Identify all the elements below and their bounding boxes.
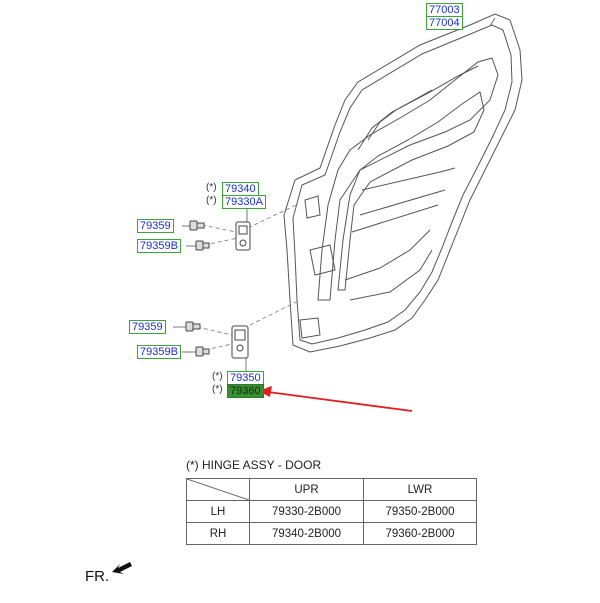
asterisk-marker: (*) <box>212 384 223 395</box>
asterisk-marker: (*) <box>206 182 217 193</box>
column-header-upr: UPR <box>249 478 364 501</box>
legend-title: (*) HINGE ASSY - DOOR <box>186 458 322 472</box>
part-label-77004[interactable]: 77004 <box>426 16 463 30</box>
part-label-79340[interactable]: 79340 <box>222 182 259 195</box>
part-number-cell: 79340-2B000 <box>249 522 364 545</box>
upper-hinge-drawing <box>235 221 251 251</box>
part-number-cell: 79330-2B000 <box>249 500 364 523</box>
front-direction-label: FR. <box>85 568 110 585</box>
part-number-cell: 79350-2B000 <box>363 500 477 523</box>
hinge-spec-table: UPR LWR LH 79330-2B000 79350-2B000 RH 79… <box>186 478 477 545</box>
red-pointer-arrow <box>258 386 413 412</box>
part-label-79359b-lower[interactable]: 79359B <box>137 345 181 359</box>
door-panel-drawing <box>283 13 523 353</box>
part-label-79330a[interactable]: 79330A <box>222 195 266 209</box>
table-corner-cell <box>186 478 250 501</box>
asterisk-marker: (*) <box>206 195 217 206</box>
lower-hinge-drawing <box>231 325 249 359</box>
part-label-79359-lower[interactable]: 79359 <box>129 320 166 334</box>
part-number-cell: 79360-2B000 <box>363 522 477 545</box>
table-header-row: UPR LWR <box>186 478 477 501</box>
table-row: RH 79340-2B000 79360-2B000 <box>186 522 477 545</box>
part-label-79359b-upper[interactable]: 79359B <box>137 239 181 253</box>
part-label-79350[interactable]: 79350 <box>227 371 264 384</box>
part-label-79359-upper[interactable]: 79359 <box>137 219 174 233</box>
table-row: LH 79330-2B000 79350-2B000 <box>186 500 477 523</box>
bolt-drawings <box>185 220 210 357</box>
asterisk-marker: (*) <box>212 371 223 382</box>
column-header-lwr: LWR <box>363 478 477 501</box>
part-label-79360-highlighted[interactable]: 79360 <box>227 384 264 398</box>
row-side-label: LH <box>186 500 250 523</box>
front-arrow-icon <box>112 562 132 574</box>
part-label-77003[interactable]: 77003 <box>426 3 463 16</box>
leader-lines <box>196 204 301 351</box>
row-side-label: RH <box>186 522 250 545</box>
